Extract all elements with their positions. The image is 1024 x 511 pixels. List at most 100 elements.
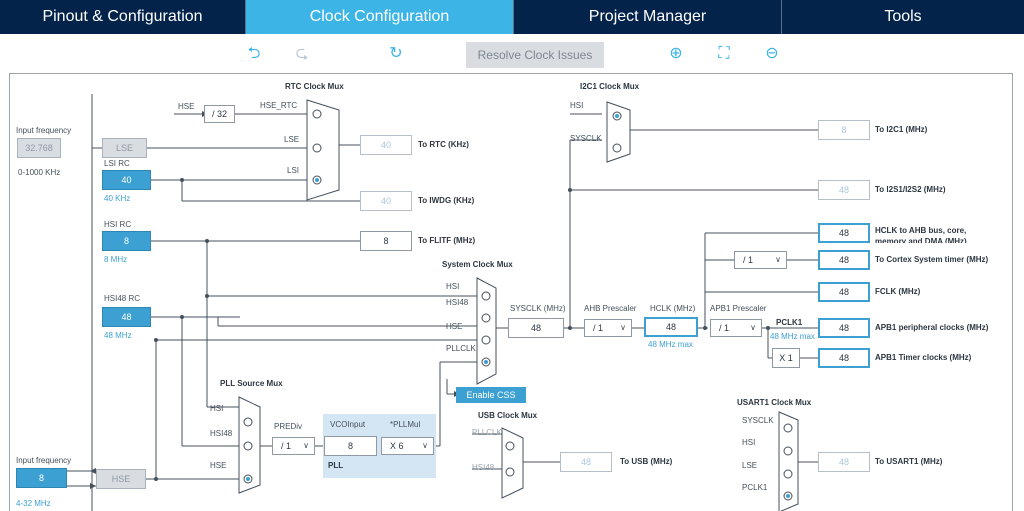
sys-pllclk-label: PLLCLK [446,344,476,353]
pclk1-label: PCLK1 [776,318,803,327]
to-usb-value: 48 [560,452,612,472]
fclk-label: FCLK (MHz) [875,287,921,296]
hclk-mhz-label: HCLK (MHz) [650,304,696,313]
i2c1-mux-title: I2C1 Clock Mux [580,82,640,91]
to-i2c1-value: 8 [818,120,870,140]
to-i2s-value: 48 [818,180,870,200]
hse-source-box[interactable]: HSE [96,469,146,489]
to-usb-label: To USB (MHz) [620,457,673,466]
cortex-timer-value: 48 [818,250,870,270]
lsi-khz: 40 KHz [104,194,131,203]
to-iwdg-label: To IWDG (KHz) [418,196,475,205]
to-iwdg-value: 40 [360,191,412,211]
vco-input-value: 8 [324,436,377,456]
pll-label: PLL [328,461,344,470]
pll-hsi48-label: HSI48 [210,429,233,438]
undo-icon[interactable]: ⮌ [247,45,261,62]
usart1-mux-title: USART1 Clock Mux [737,398,812,407]
hsi48-mhz: 48 MHz [104,331,132,340]
sys-mux-title: System Clock Mux [442,260,513,269]
x1-multiplier: X 1 [772,348,800,368]
cortex-timer-label: To Cortex System timer (MHz) [875,255,989,264]
hse-input-field[interactable]: 8 [16,468,67,488]
to-flitf-value: 8 [360,231,412,251]
tab-tools[interactable]: Tools [884,8,922,25]
resolve-clock-issues-button[interactable]: Resolve Clock Issues [466,42,604,68]
hsi48-rc-label: HSI48 RC [104,294,141,303]
hse-rtc-label: HSE_RTC [260,101,298,110]
usb-mux-title: USB Clock Mux [478,411,538,420]
vco-input-label: VCOInput [330,420,366,429]
hclk-value[interactable]: 48 [644,317,698,337]
lse-input-field[interactable]: 32.768 [17,138,61,158]
to-rtc-label: To RTC (KHz) [418,140,469,149]
fclk-value: 48 [818,282,870,302]
usart-pclk1-label: PCLK1 [742,483,768,492]
hsi48-rc-box: 48 [102,307,151,327]
toolbar: ⮌ ⮎ ↻ Resolve Clock Issues ⊕ ⛶ ⊖ [0,34,1024,72]
apb1-prescaler-select[interactable]: / 1∨ [710,319,762,337]
i2c-sysclk-label: SYSCLK [570,134,602,143]
lsi-rc-box: 40 [102,170,151,190]
apb1-peripheral-value: 48 [818,318,870,338]
hsi-rc-label: HSI RC [104,220,132,229]
usart-hsi-label: HSI [742,438,756,447]
prediv-select[interactable]: / 1∨ [272,437,315,455]
fit-icon[interactable]: ⛶ [718,45,730,62]
pll-hse-label: HSE [210,461,227,470]
to-usart1-value: 48 [818,452,870,472]
lse-range: 0-1000 KHz [18,168,61,177]
sys-hsi-label: HSI [446,282,460,291]
to-flitf-label: To FLITF (MHz) [418,236,476,245]
usart-sysclk-label: SYSCLK [742,416,774,425]
pclk1-max: 48 MHz max [770,332,815,341]
apb1-peripheral-label: APB1 peripheral clocks (MHz) [875,323,989,332]
to-i2s-label: To I2S1/I2S2 (MHz) [875,185,946,194]
pllmul-select[interactable]: X 6∨ [381,437,434,455]
hse-range: 4-32 MHz [16,499,51,508]
ahb-prescaler-label: AHB Prescaler [584,304,637,313]
tab-project-manager[interactable]: Project Manager [514,0,782,34]
redo-icon[interactable]: ⮎ [295,45,309,62]
zoom-in-icon[interactable]: ⊕ [669,45,683,62]
i2c-hsi-label: HSI [570,101,584,110]
hclk-max: 48 MHz max [648,340,693,349]
lsi-mux-label: LSI [287,166,300,175]
zoom-out-icon[interactable]: ⊖ [765,45,779,62]
clock-tree-canvas: RTC Clock Mux HSE / 32 HSE_RTC LSE LSI I… [9,73,1013,511]
ahb-prescaler-select[interactable]: / 1∨ [584,319,632,337]
lse-mux-label: LSE [284,135,300,144]
to-i2c1-label: To I2C1 (MHz) [875,125,928,134]
usb-hsi48-label: HSI48 [472,463,495,472]
chevron-down-icon: ∨ [303,441,309,450]
hse-input-frequency-label: Input frequency [16,456,72,465]
to-usart1-label: To USART1 (MHz) [875,457,943,466]
pll-hsi-label: HSI [210,404,224,413]
chevron-down-icon: ∨ [775,255,781,264]
lsi-rc-label: LSI RC [104,159,130,168]
top-tab-bar: Pinout & Configuration Clock Configurati… [0,0,1024,34]
input-frequency-label: Input frequency [16,126,72,135]
div32-box: / 32 [204,105,235,123]
pllmul-label: *PLLMul [390,420,421,429]
refresh-icon[interactable]: ↻ [389,45,403,62]
pll-source-mux-title: PLL Source Mux [220,379,283,388]
sys-hsi48-label: HSI48 [446,298,469,307]
tab-clock-configuration[interactable]: Clock Configuration [246,0,514,34]
prediv-label: PREDiv [274,422,303,431]
lse-source-box[interactable]: LSE [102,138,147,158]
chevron-down-icon: ∨ [620,323,626,332]
hclk-ahb-label: HCLK to AHB bus, core, [875,226,967,235]
hclk-ahb-value: 48 [818,223,870,243]
cortex-divider-select[interactable]: / 1∨ [734,251,787,269]
sys-hse-label: HSE [446,322,463,331]
enable-css-button[interactable]: Enable CSS [456,387,526,403]
chevron-down-icon: ∨ [750,323,756,332]
apb1-prescaler-label: APB1 Prescaler [710,304,767,313]
usb-pllclk-label: PLLCLK [472,428,502,437]
hsi-rc-box: 8 [102,231,151,251]
rtc-mux-title: RTC Clock Mux [285,82,344,91]
tab-pinout[interactable]: Pinout & Configuration [0,0,246,34]
chevron-down-icon: ∨ [422,441,428,450]
apb1-timer-label: APB1 Timer clocks (MHz) [875,353,972,362]
